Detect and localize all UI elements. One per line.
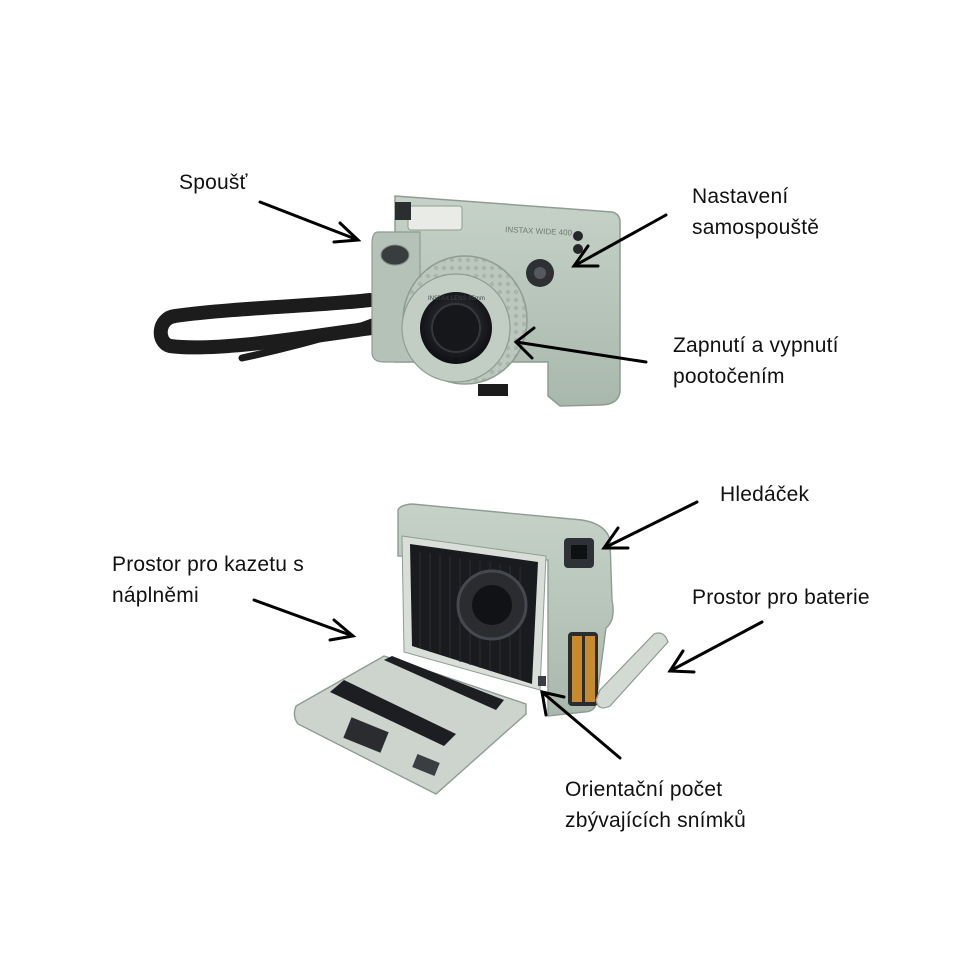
camera-strap [153, 293, 379, 362]
label-shutter: Spoušť [179, 171, 248, 194]
label-cartridge: Prostor pro kazetu s náplněmi [112, 553, 304, 607]
battery-door [595, 632, 669, 709]
label-power: Zapnutí a vypnutí pootočením [673, 334, 839, 388]
label-shot-counter: Orientační počet zbývajících snímků [565, 778, 746, 832]
arrow-icon [571, 213, 668, 268]
arrow-icon [513, 326, 648, 364]
arrow-icon [667, 620, 764, 674]
arrow-icon [540, 690, 622, 760]
arrow-icon [252, 598, 357, 642]
label-viewfinder: Hledáček [720, 483, 810, 506]
label-self-timer: Nastavení samospouště [692, 185, 820, 239]
annotation-arrows [252, 200, 764, 760]
camera-brand-text: INSTAX WIDE 400 [505, 225, 573, 238]
shot-counter [538, 676, 546, 686]
arrow-icon [601, 500, 699, 550]
camera-front: INSTAX WIDE 400 INSTAX LENS 95mm [371, 195, 621, 407]
arrow-icon [258, 200, 362, 244]
label-battery: Prostor pro baterie [692, 586, 870, 609]
lens-ring-text: INSTAX LENS 95mm [428, 296, 485, 302]
camera-back-open [293, 503, 669, 795]
